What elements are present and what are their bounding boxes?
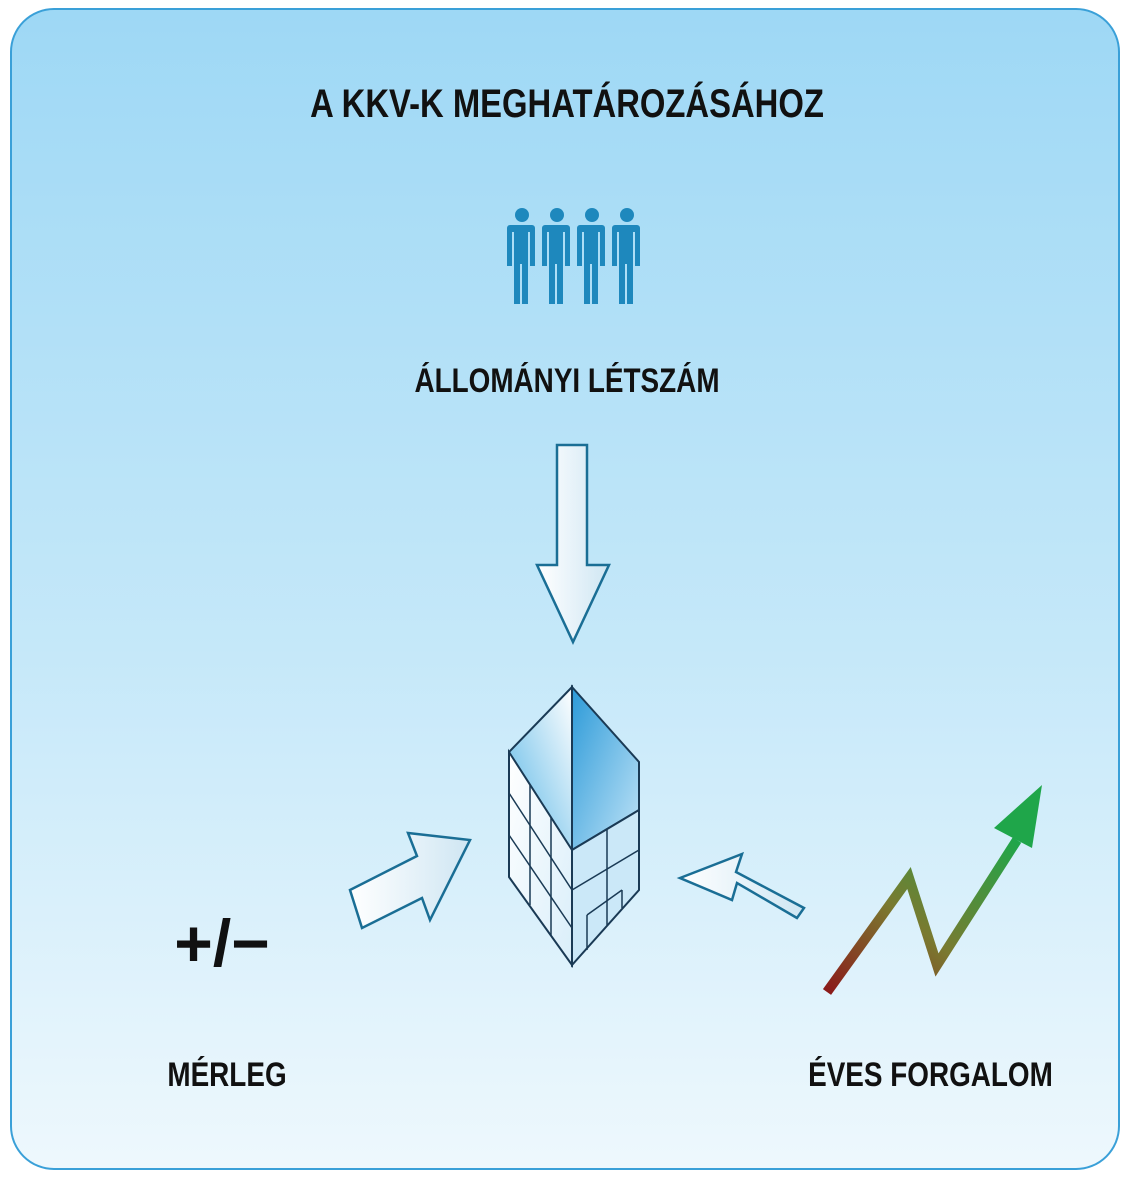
rising-trend-arrow-icon xyxy=(822,785,1042,995)
diagram-title: A KKV-K MEGHATÁROZÁSÁHOZ xyxy=(310,82,824,126)
building-cube-icon xyxy=(508,684,640,969)
balance-label: MÉRLEG xyxy=(167,1056,287,1094)
diagram-graphics xyxy=(348,208,1042,995)
balance-symbol: +/− xyxy=(174,906,270,980)
diagram-panel: A KKV-K MEGHATÁROZÁSÁHOZ ÁLLOMÁNYI LÉTSZ… xyxy=(10,8,1120,1170)
people-icon xyxy=(507,208,640,304)
staff-label: ÁLLOMÁNYI LÉTSZÁM xyxy=(414,362,720,400)
right-arrow-icon xyxy=(676,851,806,920)
left-arrow-icon xyxy=(348,831,472,930)
turnover-label: ÉVES FORGALOM xyxy=(808,1056,1053,1094)
down-arrow-icon xyxy=(535,443,611,645)
